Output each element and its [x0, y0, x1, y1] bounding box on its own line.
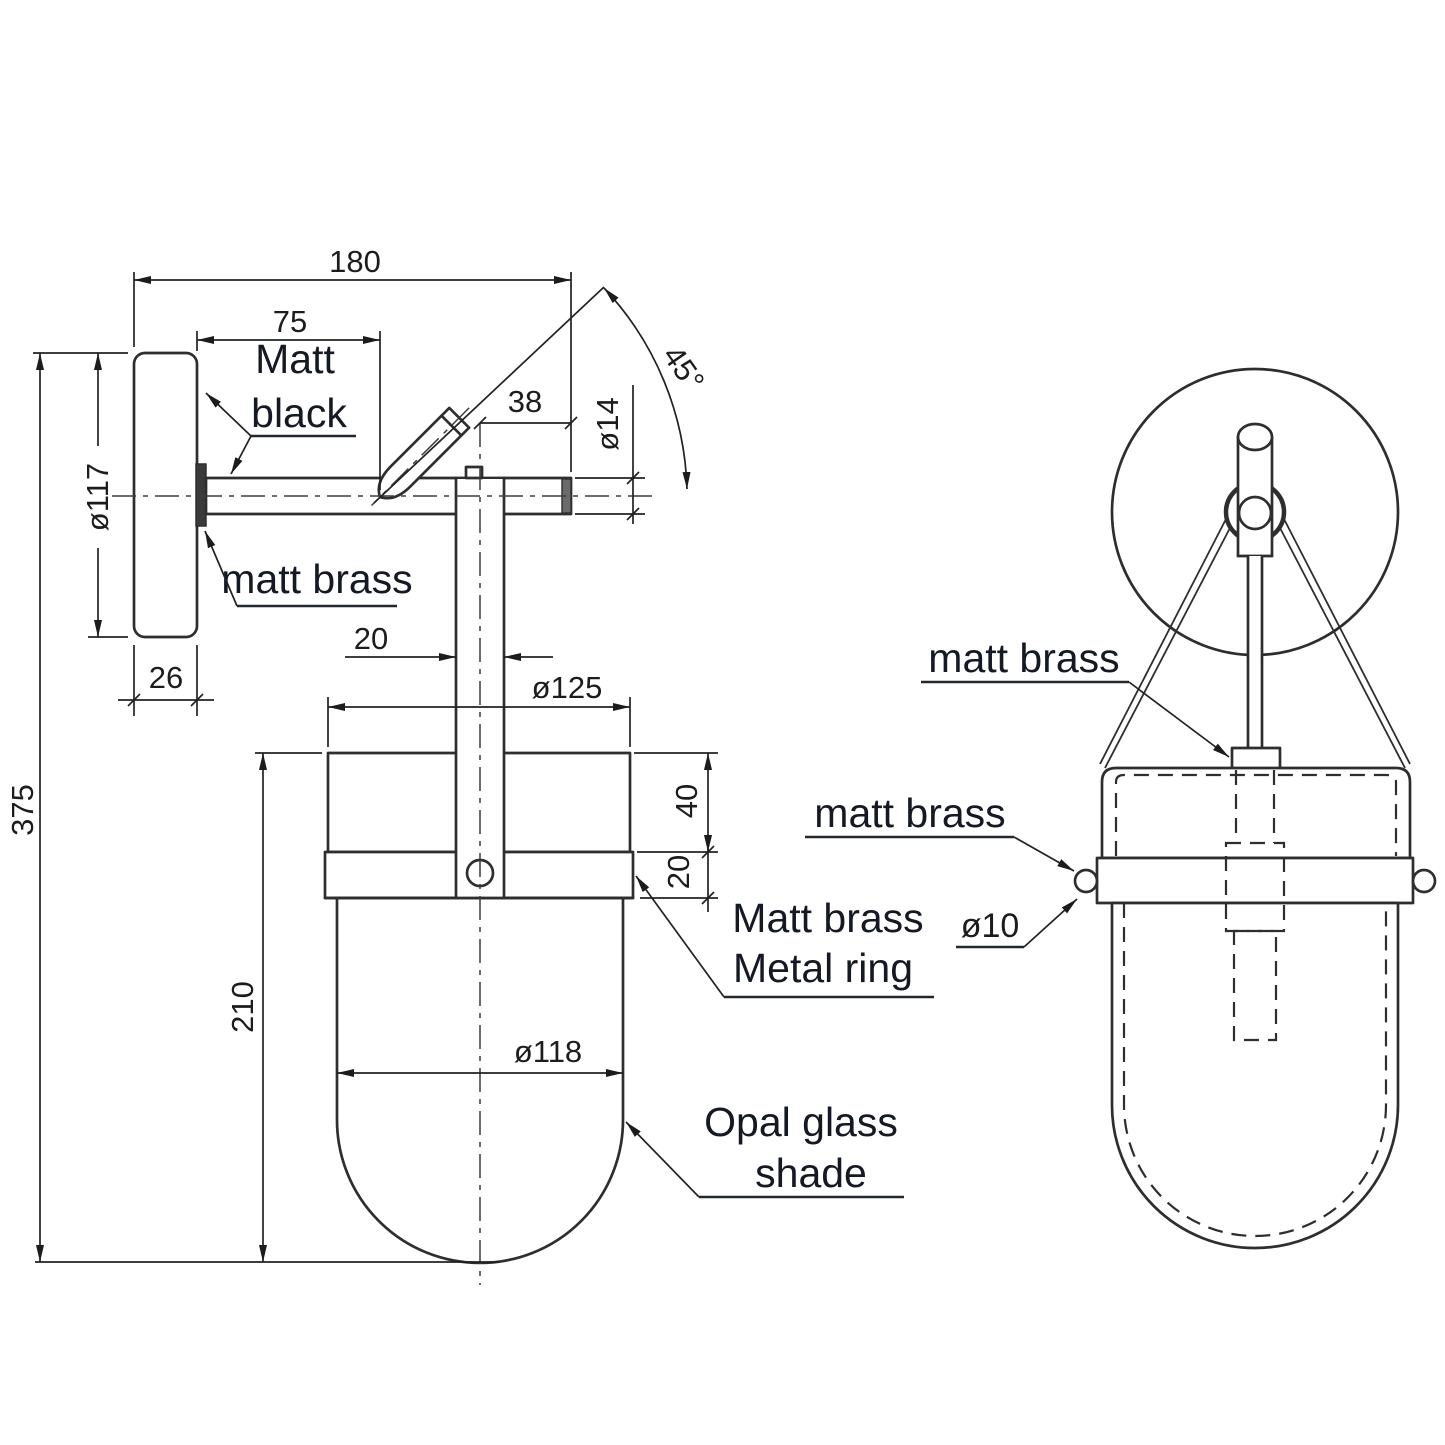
dimension-26: 26 — [118, 660, 214, 707]
hidden-lines — [1114, 770, 1398, 1238]
dimension-38: 38 — [473, 384, 578, 430]
dim-knob-diameter: ø10 — [961, 907, 1020, 945]
cylinder-top — [1236, 422, 1274, 452]
front-view: matt brass matt brass ø10 — [805, 367, 1437, 1250]
dim-plate-depth: 26 — [149, 660, 183, 695]
extension-lines — [33, 272, 718, 1263]
yoke-wires — [1099, 518, 1411, 769]
label-matt-brass-arm: matt brass — [204, 530, 413, 608]
dimension-180: 180 — [134, 244, 571, 285]
shade-cup-front — [1100, 766, 1412, 860]
dimension-plate-diameter: ø117 — [80, 353, 115, 637]
dim-shade-diameter: ø118 — [514, 1034, 582, 1069]
label-matt-brass-knob: matt brass — [805, 790, 1075, 872]
thumbscrew-right — [1411, 868, 1437, 894]
wall-plate — [132, 351, 199, 639]
label-ring-material-line1: Matt brass — [732, 895, 923, 941]
dim-shade-height: 210 — [225, 981, 260, 1033]
dim-plate-to-gland: 75 — [273, 304, 307, 339]
dimension-knob-diameter: ø10 — [956, 898, 1078, 949]
label-matt-black: Matt black — [205, 336, 356, 475]
dim-overall-width: 180 — [329, 244, 381, 279]
label-holder-material: matt brass — [928, 635, 1119, 681]
arm-base — [195, 463, 207, 527]
dim-gland-to-tip: 38 — [508, 384, 542, 419]
dim-gland-angle: 45° — [656, 339, 712, 397]
dimension-75: 75 — [197, 304, 380, 345]
dimension-shade-height: 210 — [225, 753, 268, 1262]
label-knob-material: matt brass — [814, 790, 1005, 836]
dimension-shade-diameter: ø118 — [337, 1034, 623, 1078]
label-matt-brass-holder: matt brass — [921, 635, 1230, 758]
label-metal-ring: Matt brass Metal ring — [635, 875, 934, 999]
dim-overall-height: 375 — [5, 784, 40, 836]
metal-ring-front — [1095, 856, 1415, 905]
dim-stem-width: 20 — [354, 621, 388, 656]
side-view: 180 75 38 ø14 45° ø117 — [5, 244, 934, 1285]
dimension-ring-height: 20 — [661, 845, 715, 912]
label-plate-material-line1: Matt — [255, 336, 335, 382]
dim-plate-diameter: ø117 — [80, 463, 115, 531]
thumbscrew-left — [1073, 868, 1099, 894]
label-plate-material-line2: black — [251, 390, 347, 436]
stem-front — [1246, 554, 1264, 750]
dim-ring-height: 20 — [661, 855, 696, 889]
label-opal-glass: Opal glass shade — [625, 1099, 904, 1199]
dim-cup-height: 40 — [669, 784, 704, 818]
label-shade-material-line2: shade — [755, 1150, 867, 1196]
label-ring-material-line2: Metal ring — [733, 945, 913, 991]
dimension-overall-height: 375 — [5, 353, 45, 1262]
dimension-cup-height: 40 — [669, 753, 713, 852]
pivot-pin — [1237, 495, 1273, 531]
stem-top-nub — [464, 465, 484, 480]
glass-shade-front — [1110, 901, 1400, 1250]
centerlines — [112, 423, 657, 1285]
dim-cup-diameter: ø125 — [532, 670, 603, 705]
label-arm-material: matt brass — [221, 556, 412, 602]
dimension-cup-diameter: ø125 — [328, 670, 630, 712]
arm-cylinder-front — [1236, 422, 1274, 558]
label-shade-material-line1: Opal glass — [704, 1099, 898, 1145]
dimension-arm-diameter: ø14 — [590, 385, 640, 524]
dim-arm-diameter: ø14 — [590, 397, 625, 450]
dimension-stem-width: 20 — [345, 621, 553, 662]
